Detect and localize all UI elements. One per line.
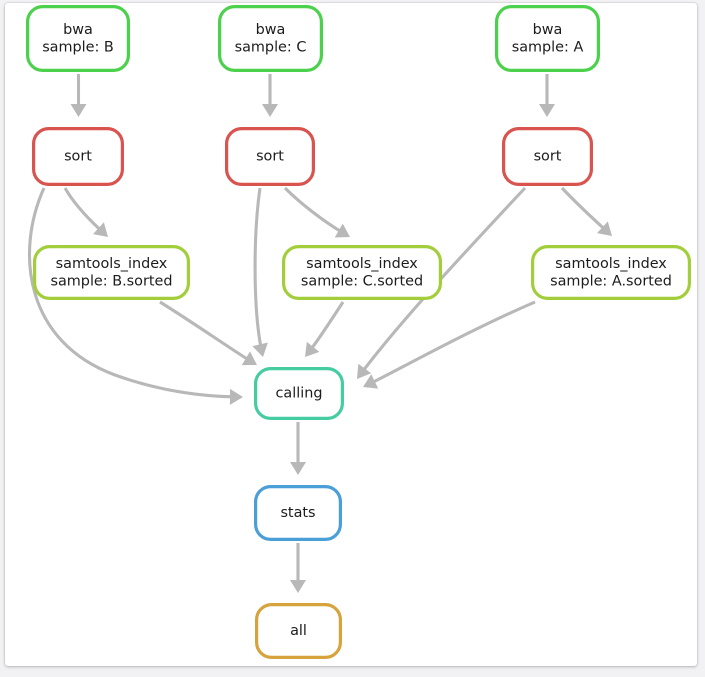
arrow-head-icon [363, 374, 379, 389]
arrow-head-icon [597, 221, 612, 236]
node-shape [254, 485, 343, 542]
arrow-head-icon [262, 104, 278, 117]
node-rule-label: all [290, 623, 307, 639]
dag-canvas [5, 3, 697, 666]
edge-sort_A-to-samtools_index_A [560, 186, 614, 238]
arrow-head-icon [357, 363, 372, 379]
edge-sort_C-to-samtools_index_C [283, 186, 351, 239]
edge-sort_B-to-samtools_index_B [63, 187, 110, 239]
edge-sort_B-to-calling [28, 187, 244, 405]
node-rule-label: samtools_index [306, 256, 418, 272]
node-rule-label: sort [256, 149, 284, 165]
arrow-head-icon [229, 388, 243, 405]
dag-node-sort_A[interactable]: sort [502, 127, 594, 187]
edges-layer [28, 74, 614, 593]
node-wildcard-label: sample: C.sorted [301, 273, 423, 289]
node-wildcard-label: sample: B [42, 39, 114, 55]
node-shape [282, 245, 443, 301]
node-wildcard-label: sample: A.sorted [550, 273, 672, 289]
node-shape [218, 5, 324, 72]
dag-node-stats[interactable]: stats [254, 485, 343, 542]
edge-sort_C-to-calling [252, 187, 268, 358]
arrow-head-icon [290, 462, 306, 475]
node-shape [32, 245, 191, 301]
node-rule-label: calling [276, 386, 323, 402]
arrow-head-icon [290, 580, 306, 593]
dag-node-calling[interactable]: calling [254, 367, 345, 421]
node-rule-label: samtools_index [555, 256, 667, 272]
node-shape [31, 127, 125, 187]
node-shape [502, 127, 594, 187]
node-rule-label: bwa [533, 22, 563, 38]
arrow-head-icon [93, 222, 108, 237]
arrow-head-icon [539, 104, 555, 117]
edge-samtools_index_B-to-calling [159, 300, 258, 367]
node-rule-label: bwa [63, 22, 93, 38]
node-shape [255, 602, 343, 659]
edge-bwa_A-to-sort_A [539, 74, 555, 117]
dag-node-sort_C[interactable]: sort [225, 127, 316, 187]
edge-samtools_index_A-to-calling [362, 300, 536, 389]
edge-bwa_C-to-sort_C [262, 74, 278, 117]
node-wildcard-label: sample: A [512, 39, 584, 55]
arrow-head-icon [252, 342, 268, 357]
node-rule-label: sort [534, 149, 562, 165]
edge-stats-to-all [290, 543, 306, 593]
node-rule-label: stats [280, 505, 315, 521]
dag-node-sort_B[interactable]: sort [31, 127, 125, 187]
node-shape [225, 127, 316, 187]
arrow-head-icon [70, 104, 87, 117]
arrow-head-icon [241, 351, 257, 366]
node-shape [25, 5, 131, 72]
arrow-head-icon [305, 341, 320, 357]
arrow-head-icon [334, 223, 350, 238]
edge-bwa_B-to-sort_B [70, 74, 87, 117]
node-wildcard-label: sample: B.sorted [50, 273, 172, 289]
node-shape [530, 245, 691, 301]
node-shape [495, 5, 601, 72]
node-rule-label: sort [64, 149, 92, 165]
edge-calling-to-stats [290, 422, 306, 475]
node-rule-label: bwa [256, 22, 286, 38]
node-wildcard-label: sample: C [235, 39, 307, 55]
node-rule-label: samtools_index [56, 256, 168, 272]
edge-samtools_index_C-to-calling [303, 301, 345, 358]
node-shape [254, 367, 345, 421]
dag-node-all[interactable]: all [255, 602, 343, 659]
